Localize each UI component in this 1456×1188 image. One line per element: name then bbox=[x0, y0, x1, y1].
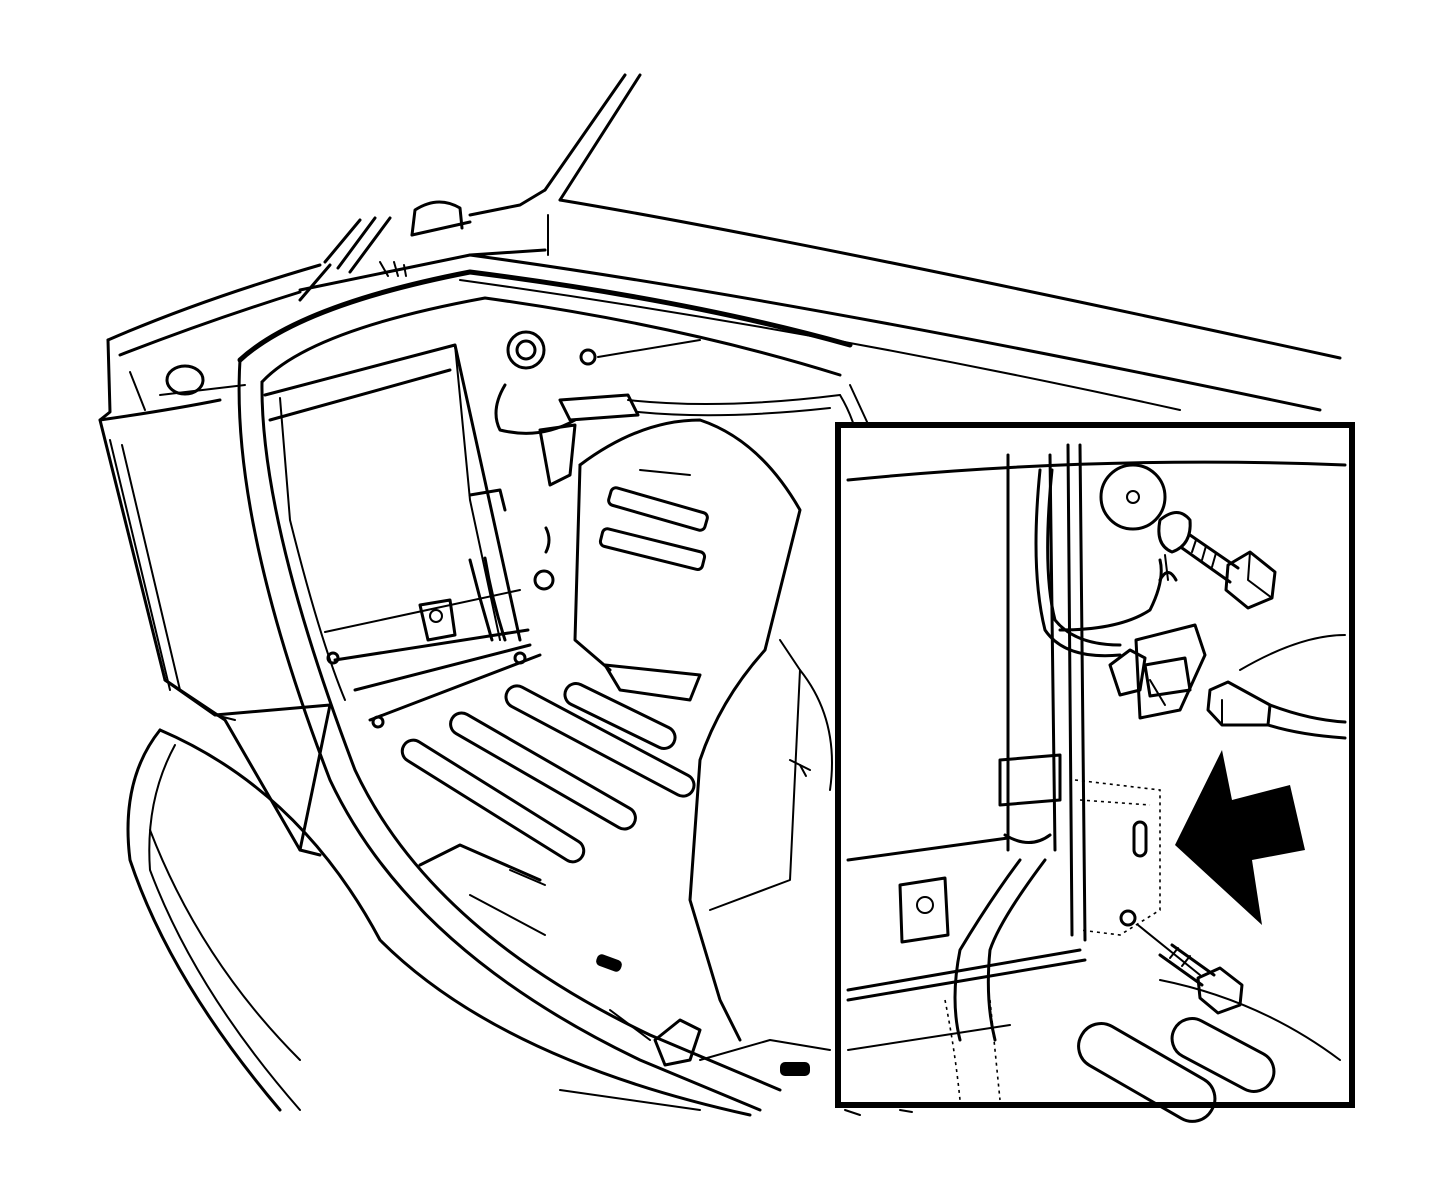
inset-bracket-dashed bbox=[1074, 779, 1161, 936]
hinge-mount bbox=[410, 200, 472, 237]
trunk-opening-frame bbox=[237, 269, 853, 1112]
lower-floor-edge bbox=[418, 843, 913, 1116]
bolt-icon bbox=[1180, 533, 1277, 610]
rear-wall-hardware bbox=[468, 330, 841, 591]
inset-floor bbox=[846, 836, 1341, 1123]
bolt-icon bbox=[1137, 924, 1244, 1015]
inset-body-plug bbox=[1206, 634, 1347, 740]
inset-vertical-pillar bbox=[998, 443, 1087, 942]
main-view bbox=[98, 73, 1342, 1117]
rear-window-edge bbox=[468, 73, 1342, 360]
inset-ground-connector bbox=[1099, 463, 1192, 582]
floor-ribs bbox=[400, 663, 702, 864]
inset-rear-shelf bbox=[846, 460, 1347, 482]
arrow-icon bbox=[1175, 750, 1305, 925]
lid-support-struts bbox=[298, 216, 407, 302]
detail-inset bbox=[835, 422, 1355, 1123]
inset-harness-clip bbox=[1108, 623, 1207, 720]
inset-wiring-harness bbox=[944, 468, 1163, 1101]
left-quarter-panel bbox=[98, 263, 332, 857]
rear-wall-panel bbox=[573, 418, 833, 1042]
rear-bumper bbox=[126, 728, 752, 1117]
trunk-floor-pan bbox=[263, 343, 542, 729]
